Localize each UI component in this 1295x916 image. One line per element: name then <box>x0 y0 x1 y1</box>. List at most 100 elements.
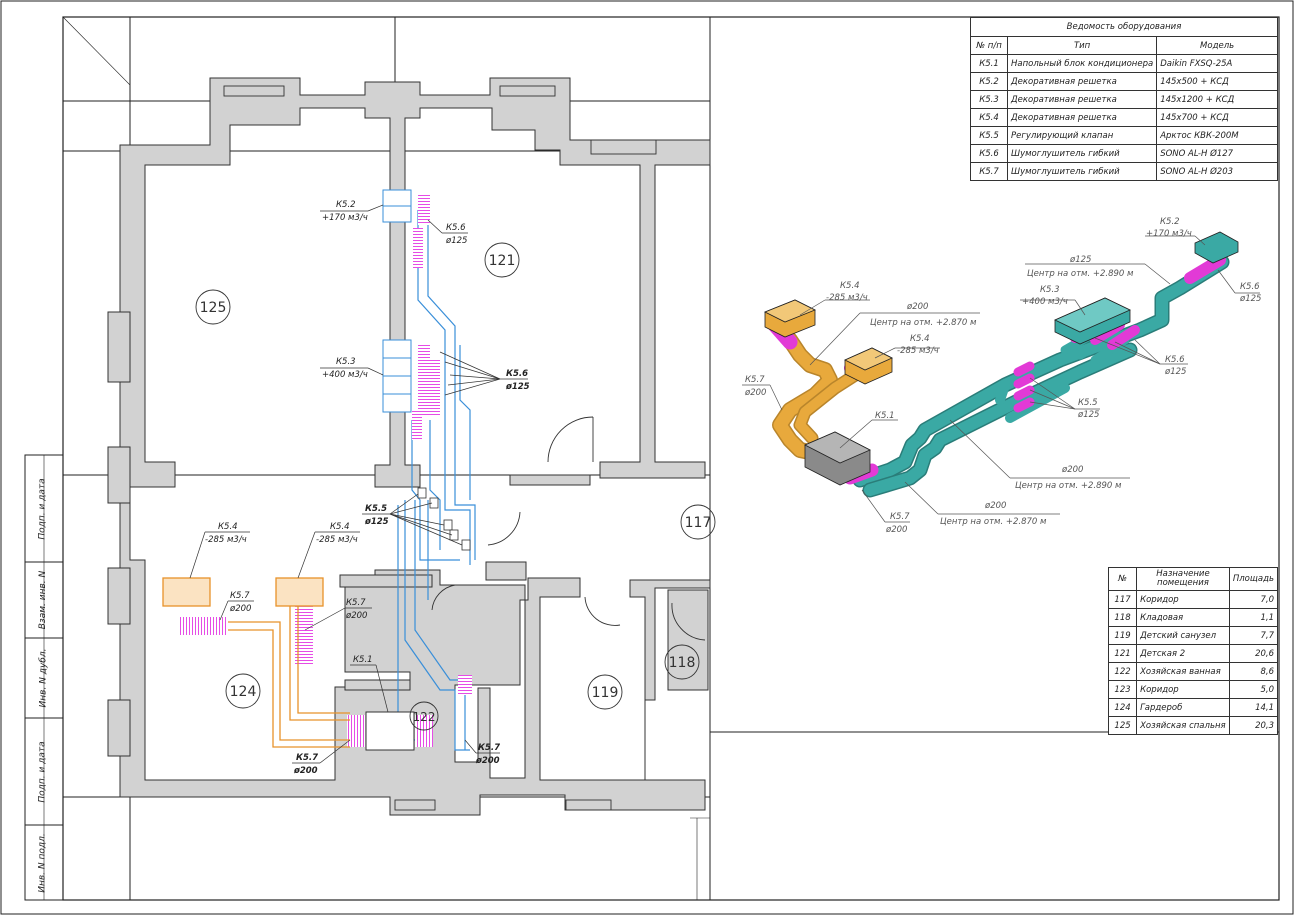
rooms-table-header: № Назначение помещения Площадь <box>1107 567 1279 591</box>
iso-k54a-flow: -285 м3/ч <box>826 293 868 303</box>
room-num: 123 <box>1107 680 1138 699</box>
equipment-table: Ведомость оборудования № п/п Тип Модель … <box>970 17 1278 181</box>
equipment-table-title: Ведомость оборудования <box>970 17 1278 37</box>
iso-k56-top-tag: К5.6 <box>1240 282 1260 292</box>
equip-code: К5.4 <box>970 108 1008 127</box>
room-area: 7,0 <box>1228 590 1279 609</box>
room-number-119: 119 <box>592 685 619 701</box>
iso-grilles <box>764 231 1239 385</box>
room-area: 1,1 <box>1228 608 1279 627</box>
iso-ac-unit <box>804 431 871 486</box>
iso-d200-top: ø200 <box>906 302 928 312</box>
iso-k56-mid-diam: ø125 <box>1164 367 1186 377</box>
equip-type: Декоративная решетка <box>1006 72 1158 91</box>
iso-d125: ø125 <box>1069 255 1091 265</box>
iso-d125-elev: Центр на отм. +2.890 м <box>1027 269 1134 279</box>
equip-model: 145х500 + КСД <box>1156 72 1278 91</box>
plan-leaders <box>189 204 528 764</box>
equip-type: Декоративная решетка <box>1006 108 1158 127</box>
grille-k52-plan <box>382 189 412 223</box>
plan-k57b-tag: К5.7 <box>346 598 366 608</box>
room-purpose: Коридор <box>1136 680 1230 699</box>
iso-k54b-flow: -285 м3/ч <box>897 346 939 356</box>
equip-model: SONO AL-H Ø127 <box>1156 144 1278 163</box>
plan-k53-tag: К5.3 <box>336 357 356 367</box>
walls <box>107 77 711 816</box>
side-label-original-inv: Инв. N подл. <box>38 832 48 893</box>
iso-duct-teal <box>852 254 1230 498</box>
plan-k57a-diam: ø200 <box>229 604 251 614</box>
col-header-model: Модель <box>1156 36 1278 55</box>
room-number-124: 124 <box>230 684 257 700</box>
plan-k52-tag: К5.2 <box>336 200 356 210</box>
plan-k56b-tag: К5.6 <box>506 369 528 379</box>
ac-unit-plan <box>365 711 415 751</box>
room-number-125: 125 <box>200 300 227 316</box>
col-header-room-num: № <box>1107 567 1138 591</box>
room-number-118: 118 <box>669 655 696 671</box>
equip-type: Шумоглушитель гибкий <box>1006 144 1158 163</box>
room-number-117: 117 <box>685 515 712 531</box>
plan-k55-diam: ø125 <box>364 517 389 527</box>
room-area: 7,7 <box>1228 626 1279 645</box>
room-area: 8,6 <box>1228 662 1279 681</box>
room-number-122: 122 <box>413 710 436 724</box>
iso-k56-top-diam: ø125 <box>1239 294 1261 304</box>
valves-plan <box>417 487 471 551</box>
isometric-view: К5.2 +170 м3/ч ø125 Центр на отм. +2.890… <box>742 217 1261 535</box>
plan-k57b-diam: ø200 <box>345 611 367 621</box>
iso-k52-flow: +170 м3/ч <box>1146 229 1192 239</box>
iso-k57b-tag: К5.7 <box>890 512 910 522</box>
room-purpose: Детская 2 <box>1136 644 1230 663</box>
silencers-plan <box>180 195 472 747</box>
room-num: 121 <box>1107 644 1138 663</box>
iso-k57-left-tag: К5.7 <box>745 375 765 385</box>
side-label-replacement-inv: Взам. инв. N <box>38 570 49 630</box>
room-number-121: 121 <box>489 253 516 269</box>
equip-type: Декоративная решетка <box>1006 90 1158 109</box>
room-num: 117 <box>1107 590 1138 609</box>
iso-d200-low-elev: Центр на отм. +2.870 м <box>940 517 1047 527</box>
equip-code: К5.1 <box>970 54 1008 73</box>
room-num: 119 <box>1107 626 1138 645</box>
grille-k53-plan <box>382 339 412 413</box>
plan-k57d-tag: К5.7 <box>478 743 500 753</box>
equip-model: Daikin FXSQ-25A <box>1156 54 1278 73</box>
room-purpose: Детский санузел <box>1136 626 1230 645</box>
room-area: 20,3 <box>1228 716 1279 735</box>
room-purpose: Хозяйская спальня <box>1136 716 1230 735</box>
equip-model: SONO AL-H Ø203 <box>1156 162 1278 181</box>
equip-model: 145х1200 + КСД <box>1156 90 1278 109</box>
plan-k57d-diam: ø200 <box>475 756 500 766</box>
room-purpose: Хозяйская ванная <box>1136 662 1230 681</box>
room-area: 20,6 <box>1228 644 1279 663</box>
equip-model: 145х700 + КСД <box>1156 108 1278 127</box>
plan-k57c-tag: К5.7 <box>296 753 318 763</box>
iso-k54b-tag: К5.4 <box>910 334 930 344</box>
plan-k54-left-tag: К5.4 <box>218 522 238 532</box>
col-header-num: № п/п <box>970 36 1008 55</box>
room-num: 118 <box>1107 608 1138 627</box>
iso-k52-tag: К5.2 <box>1160 217 1180 227</box>
col-header-type: Тип <box>1006 36 1158 55</box>
iso-k57-left-diam: ø200 <box>744 388 766 398</box>
duct-network-orange <box>162 577 350 748</box>
equip-code: К5.6 <box>970 144 1008 163</box>
room-purpose: Гардероб <box>1136 698 1230 717</box>
plan-k55-tag: К5.5 <box>365 504 387 514</box>
iso-k54a-tag: К5.4 <box>840 281 860 291</box>
iso-k51-tag: К5.1 <box>875 411 895 421</box>
side-label-sign-date-1: Подп. и дата <box>38 477 48 540</box>
iso-leaders <box>742 235 1260 523</box>
